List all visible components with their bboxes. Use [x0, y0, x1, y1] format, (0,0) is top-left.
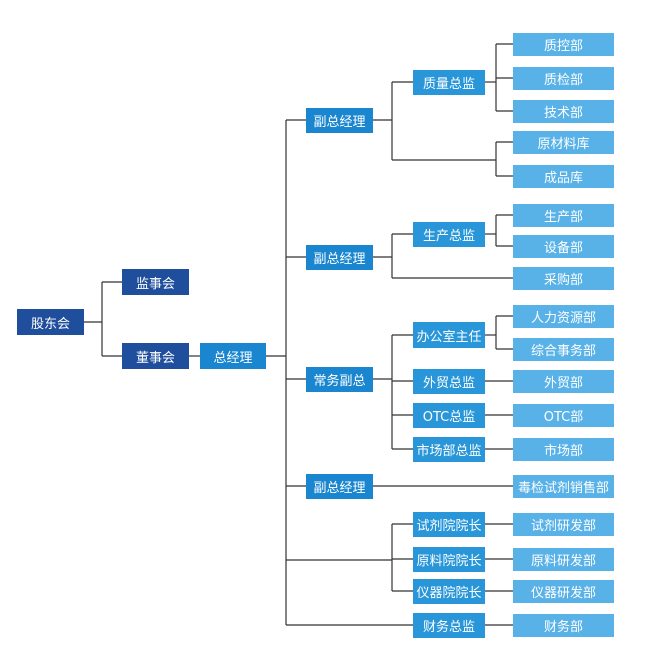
executive-vice-president-node: 常务副总 — [306, 367, 373, 392]
vice-president-node-1: 副总经理 — [306, 108, 373, 133]
reagent-rd-dept-node: 试剂研发部 — [513, 513, 614, 536]
shareholders-node: 股东会 — [17, 309, 84, 335]
finance-director-node: 财务总监 — [413, 613, 485, 638]
supervisory-board-node: 监事会 — [122, 269, 189, 295]
finished-goods-warehouse-node: 成品库 — [513, 165, 614, 188]
instrument-institute-head-node: 仪器院院长 — [413, 579, 485, 604]
raw-material-warehouse-node: 原材料库 — [513, 131, 614, 154]
vice-president-node-2: 副总经理 — [306, 245, 373, 270]
reagent-institute-head-node: 试剂院院长 — [413, 512, 485, 537]
otc-dept-node: OTC部 — [513, 404, 614, 427]
raw-material-institute-head-node: 原料院院长 — [413, 547, 485, 572]
toxicology-reagent-sales-dept-node: 毒检试剂销售部 — [513, 475, 614, 498]
marketing-dept-node: 市场部 — [513, 438, 614, 461]
foreign-trade-dept-node: 外贸部 — [513, 370, 614, 393]
production-director-node: 生产总监 — [413, 222, 485, 247]
otc-director-node: OTC总监 — [413, 403, 485, 428]
production-dept-node: 生产部 — [513, 204, 614, 227]
office-director-node: 办公室主任 — [413, 322, 485, 348]
equipment-dept-node: 设备部 — [513, 235, 614, 258]
raw-material-rd-dept-node: 原料研发部 — [513, 548, 614, 571]
human-resources-dept-node: 人力资源部 — [513, 305, 614, 328]
vice-president-node-3: 副总经理 — [306, 474, 373, 499]
foreign-trade-director-node: 外贸总监 — [413, 369, 485, 394]
finance-dept-node: 财务部 — [513, 614, 614, 637]
quality-inspection-dept-node: 质检部 — [513, 67, 614, 90]
board-of-directors-node: 董事会 — [122, 343, 189, 369]
general-manager-node: 总经理 — [200, 343, 266, 369]
general-affairs-dept-node: 综合事务部 — [513, 338, 614, 361]
quality-director-node: 质量总监 — [413, 70, 485, 95]
purchasing-dept-node: 采购部 — [513, 267, 614, 290]
instrument-rd-dept-node: 仪器研发部 — [513, 580, 614, 603]
marketing-director-node: 市场部总监 — [413, 437, 485, 462]
quality-control-dept-node: 质控部 — [513, 33, 614, 56]
technical-dept-node: 技术部 — [513, 100, 614, 123]
